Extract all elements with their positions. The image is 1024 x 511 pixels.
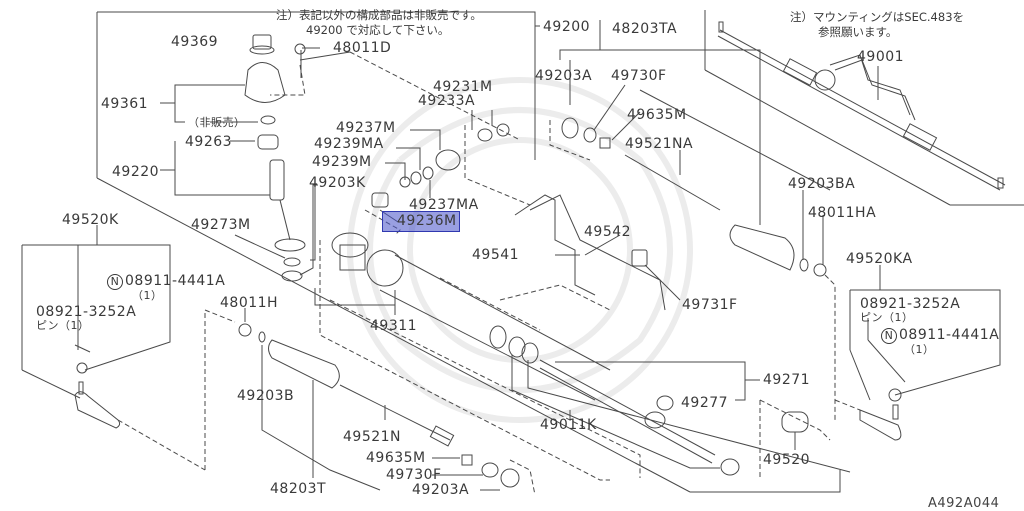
part-49233A[interactable]: 49233A <box>418 93 476 109</box>
part-49001[interactable]: 49001 <box>857 49 905 65</box>
part-48203TA[interactable]: 48203TA <box>612 21 678 37</box>
part-49231M[interactable]: 49231M <box>433 79 493 95</box>
part-49237MA[interactable]: 49237MA <box>409 197 479 213</box>
tie-rod-end-left-icon <box>75 382 120 428</box>
part-49541[interactable]: 49541 <box>472 247 520 263</box>
part-08911-right-qty: （1） <box>904 343 935 356</box>
right-note: 注）マウンティングはSEC.483を <box>790 10 965 24</box>
part-48011D[interactable]: 48011D <box>333 40 392 56</box>
part-48203T[interactable]: 48203T <box>270 481 327 497</box>
part-49203A-top[interactable]: 49203A <box>535 68 593 84</box>
part-49369[interactable]: 49369 <box>171 34 219 50</box>
part-49277[interactable]: 49277 <box>681 395 729 411</box>
part-08921-3252A-left[interactable]: 08921-3252A <box>36 304 137 320</box>
part-49730F-bottom[interactable]: 49730F <box>386 467 442 483</box>
part-08911-4441A-right-text: 08911-4441A <box>899 327 1000 343</box>
part-49271[interactable]: 49271 <box>763 372 811 388</box>
rack-bar-icon <box>540 360 739 475</box>
top-note: 注）表記以外の構成部品は非販売です。 <box>276 8 482 22</box>
right-note-line2: 参照願います。 <box>818 25 898 39</box>
part-49520[interactable]: 49520 <box>763 452 811 468</box>
part-49203K[interactable]: 49203K <box>309 175 366 191</box>
part-49521N[interactable]: 49521N <box>343 429 402 445</box>
boot-left-icon <box>269 340 340 388</box>
n-circle-icon: N <box>107 274 123 290</box>
part-49273M[interactable]: 49273M <box>191 217 251 233</box>
part-49011K[interactable]: 49011K <box>540 417 597 433</box>
steering-rack-assembly-icon <box>718 22 1005 190</box>
watermark-icon <box>350 80 690 420</box>
part-49521NA[interactable]: 49521NA <box>625 136 694 152</box>
part-49239M[interactable]: 49239M <box>312 154 372 170</box>
part-49311[interactable]: 49311 <box>370 318 418 334</box>
part-49203A-bottom[interactable]: 49203A <box>412 482 470 498</box>
part-not-sold: （非販売） <box>188 116 246 129</box>
part-49542[interactable]: 49542 <box>584 224 632 240</box>
part-49731F[interactable]: 49731F <box>682 297 738 313</box>
gear-housing-icon <box>332 233 610 400</box>
part-08911-4441A-left-text: 08911-4441A <box>125 273 226 289</box>
part-49635M-bottom[interactable]: 49635M <box>366 450 426 466</box>
n-circle-icon: N <box>881 328 897 344</box>
part-49635M-top[interactable]: 49635M <box>627 107 687 123</box>
part-49730F-top[interactable]: 49730F <box>611 68 667 84</box>
part-48011HA[interactable]: 48011HA <box>808 205 877 221</box>
part-08911-left-qty: （1） <box>132 289 163 302</box>
diagram-reference-code: A492A044 <box>928 496 1000 511</box>
top-note-line2: 49200 で対応して下さい。 <box>306 23 450 37</box>
part-49203B[interactable]: 49203B <box>237 388 295 404</box>
part-49361[interactable]: 49361 <box>101 96 149 112</box>
part-49520K[interactable]: 49520K <box>62 212 119 228</box>
tie-rod-end-right-icon <box>860 405 901 440</box>
pinion-housing-icon <box>245 35 285 124</box>
part-49520KA[interactable]: 49520KA <box>846 251 913 267</box>
part-48011H[interactable]: 48011H <box>220 295 279 311</box>
part-49263[interactable]: 49263 <box>185 134 233 150</box>
part-08921-left-pin: ピン（1） <box>36 319 90 332</box>
part-49200[interactable]: 49200 <box>543 19 591 35</box>
part-49236M-highlighted[interactable]: 49236M <box>382 211 460 232</box>
part-49203BA[interactable]: 49203BA <box>788 176 856 192</box>
boot-right-icon <box>730 225 794 270</box>
part-49237M[interactable]: 49237M <box>336 120 396 136</box>
part-08921-3252A-right[interactable]: 08921-3252A <box>860 296 961 312</box>
part-08921-right-pin: ピン（1） <box>860 311 914 324</box>
part-49239MA[interactable]: 49239MA <box>314 136 384 152</box>
part-49220[interactable]: 49220 <box>112 164 160 180</box>
